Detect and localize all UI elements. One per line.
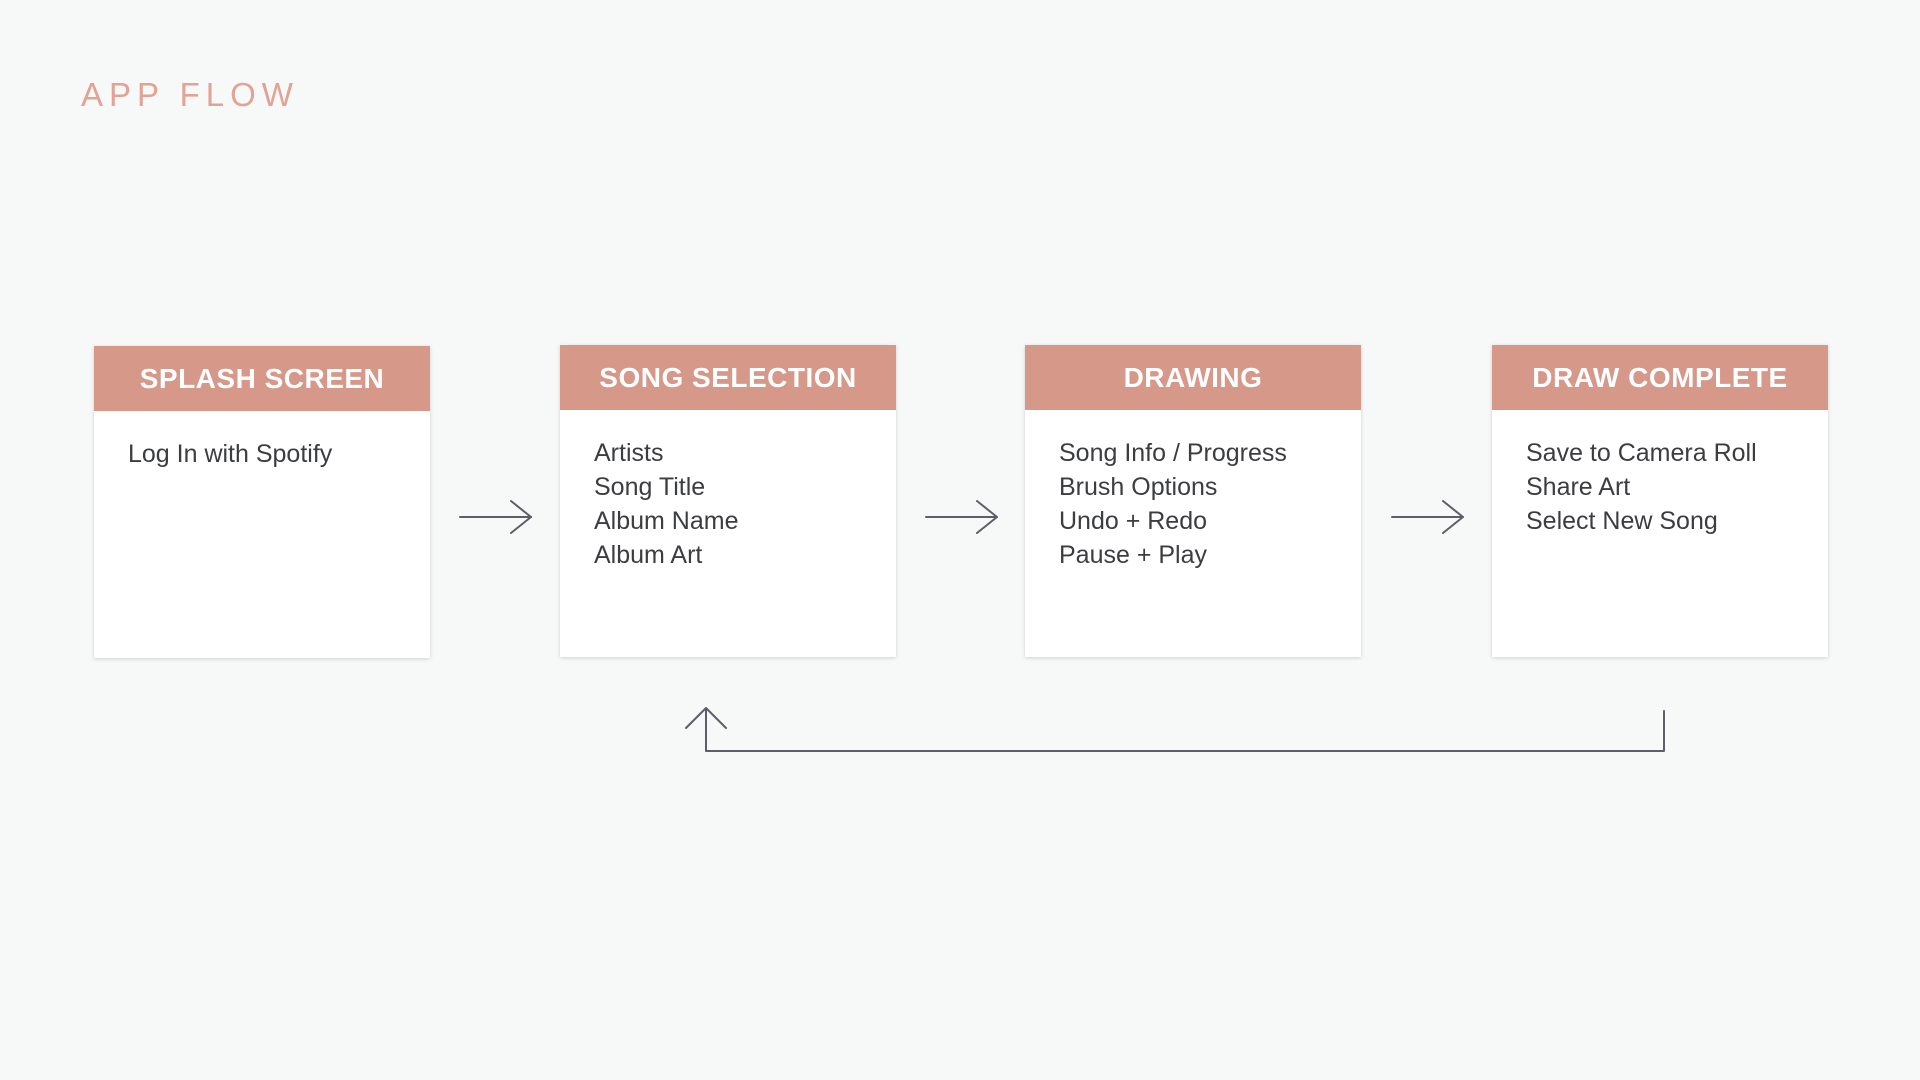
arrow-right-icon (459, 500, 532, 534)
step-item: Share Art (1526, 473, 1631, 501)
arrow-right-icon (925, 500, 998, 534)
step-card-draw-complete: DRAW COMPLETE Save to Camera Roll Share … (1492, 345, 1828, 657)
step-card-song-selection: SONG SELECTION Artists Song Title Album … (560, 345, 896, 657)
step-body: Save to Camera Roll Share Art Select New… (1492, 410, 1828, 538)
step-header: SONG SELECTION (560, 345, 896, 410)
step-item: Undo + Redo (1059, 507, 1208, 535)
step-item: Album Name (594, 507, 739, 535)
step-body: Song Info / Progress Brush Options Undo … (1025, 410, 1361, 572)
step-body: Artists Song Title Album Name Album Art (560, 410, 896, 572)
step-header: SPLASH SCREEN (94, 346, 430, 411)
step-item: Save to Camera Roll (1526, 439, 1757, 467)
step-item: Artists (594, 439, 664, 467)
step-item: Select New Song (1526, 507, 1718, 535)
step-card-splash-screen: SPLASH SCREEN Log In with Spotify (94, 346, 430, 658)
step-item: Song Title (594, 473, 706, 501)
step-item: Pause + Play (1059, 541, 1208, 569)
step-header: DRAWING (1025, 345, 1361, 410)
step-item: Album Art (594, 541, 703, 569)
step-card-drawing: DRAWING Song Info / Progress Brush Optio… (1025, 345, 1361, 657)
page-title: APP FLOW (81, 76, 299, 113)
step-body: Log In with Spotify (94, 411, 430, 471)
step-item: Log In with Spotify (128, 440, 333, 468)
step-item: Song Info / Progress (1059, 439, 1287, 467)
arrow-right-icon (1391, 500, 1464, 534)
step-header: DRAW COMPLETE (1492, 345, 1828, 410)
loop-back-arrow-icon (685, 707, 1665, 752)
step-item: Brush Options (1059, 473, 1218, 501)
